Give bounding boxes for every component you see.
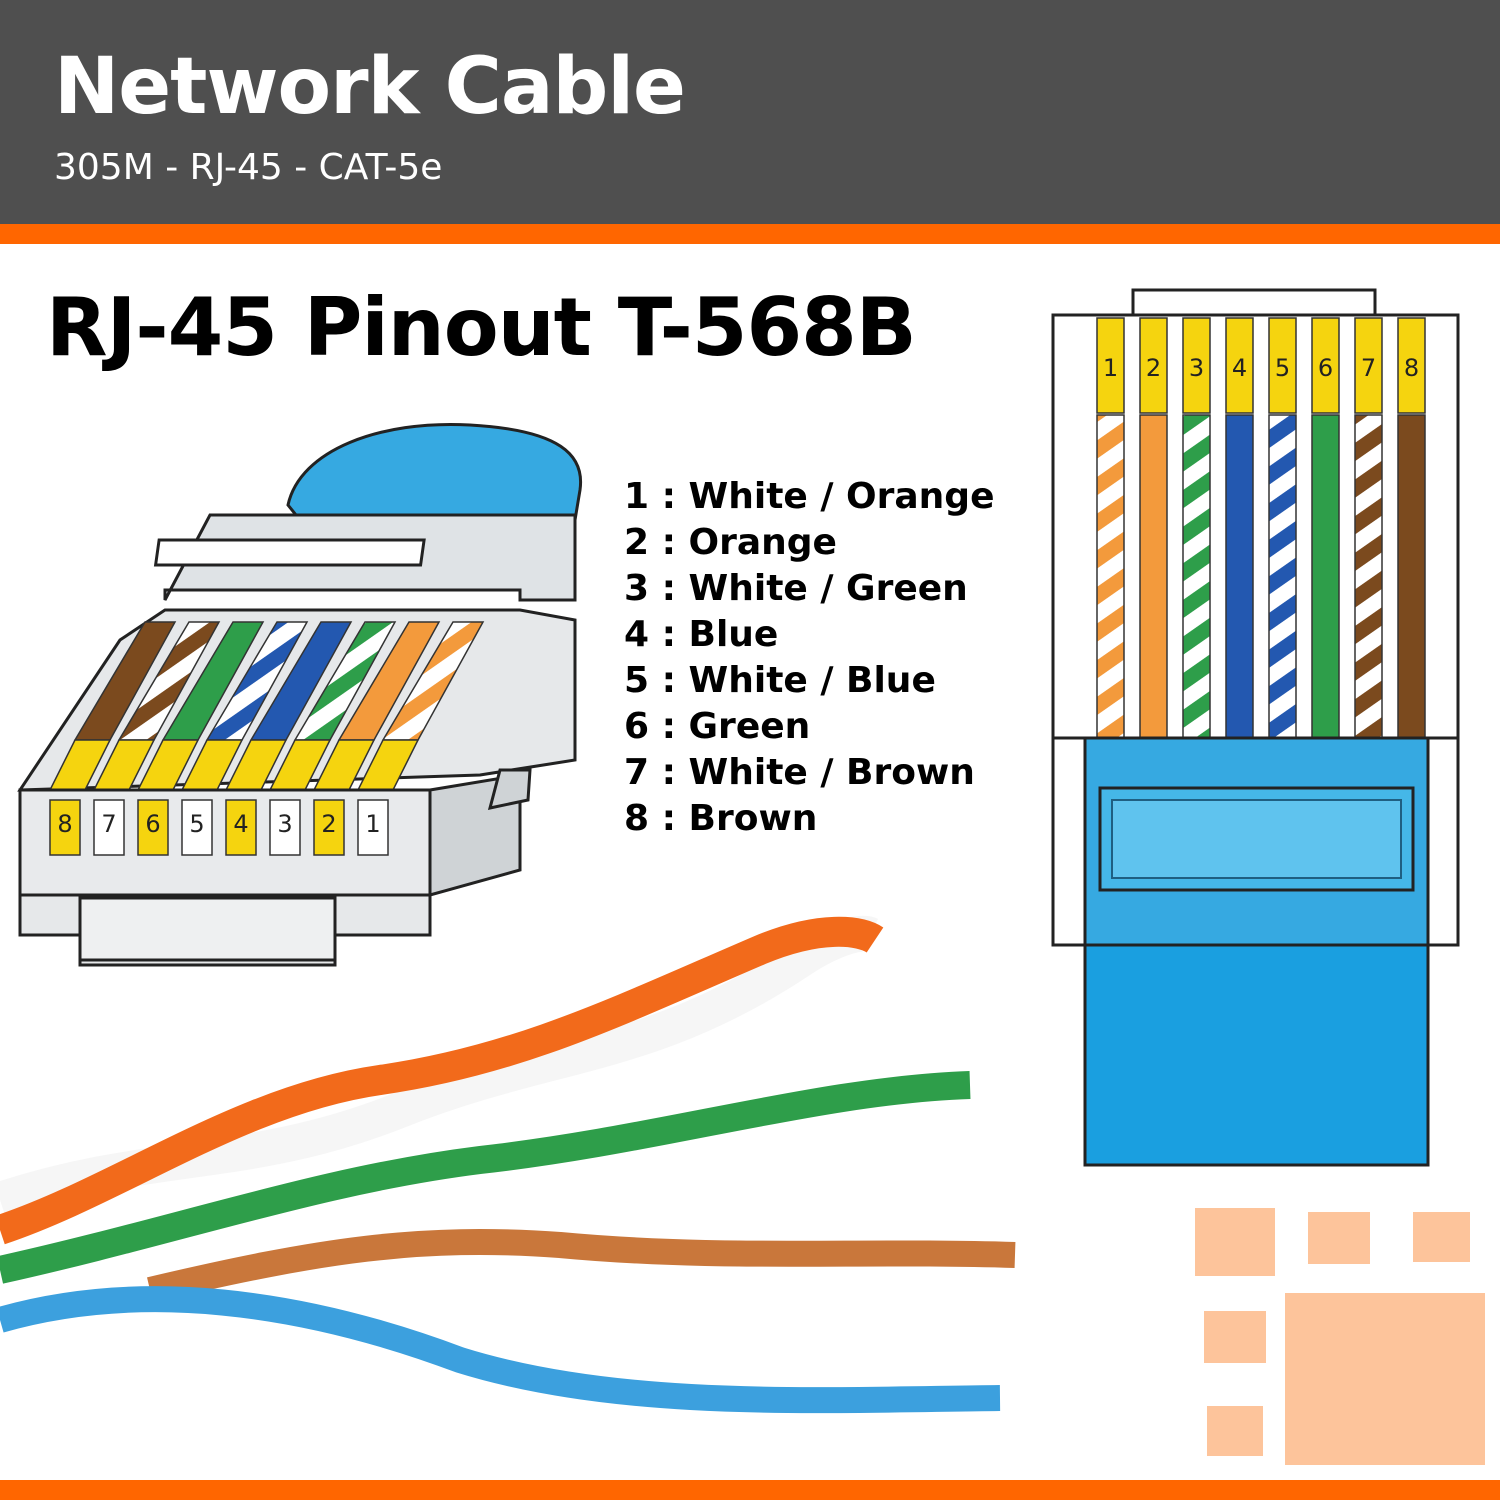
diagram-title: RJ-45 Pinout T-568B (46, 281, 917, 374)
right-contact-8 (1397, 317, 1426, 414)
right-contact-2 (1139, 317, 1168, 414)
right-plug-boot (1083, 943, 1430, 1167)
header-title: Network Cable (54, 42, 686, 132)
left-contact-1 (357, 799, 389, 856)
decor-square (1195, 1208, 1275, 1276)
right-wire-3 (1182, 414, 1211, 739)
left-plug-boot (286, 422, 583, 522)
twisted-pairs-illustration (0, 915, 1016, 1414)
accent-stripe-bottom (0, 1480, 1500, 1500)
twisted-pair-blue (0, 1286, 1001, 1414)
left-plug-latch-window (153, 538, 426, 567)
right-wire-8 (1397, 414, 1426, 739)
decor-square (1308, 1212, 1370, 1264)
left-contact-8 (49, 799, 81, 856)
left-pin-number: 2 (321, 810, 336, 838)
right-wire-4 (1225, 414, 1254, 739)
decor-square (1285, 1293, 1485, 1465)
right-pin-number: 8 (1404, 354, 1419, 382)
pin-legend-item: 7 : White / Brown (624, 752, 975, 793)
right-wire-6 (1311, 414, 1340, 739)
left-contact-7 (93, 799, 125, 856)
left-pin-number: 8 (57, 810, 72, 838)
pin-legend-item: 3 : White / Green (624, 568, 968, 609)
right-contact-3 (1182, 317, 1211, 414)
right-wire-7 (1354, 414, 1383, 739)
pin-legend-item: 8 : Brown (624, 798, 818, 839)
header-subtitle: 305M - RJ-45 - CAT-5e (54, 147, 443, 188)
left-pin-number: 4 (233, 810, 248, 838)
left-plug-illustration: 8 7 6 5 4 3 2 1 (17, 422, 583, 967)
pin-legend-item: 2 : Orange (624, 522, 837, 563)
right-pin-number: 3 (1189, 354, 1204, 382)
right-contact-6 (1311, 317, 1340, 414)
right-wire-1 (1096, 414, 1125, 739)
right-contact-7 (1354, 317, 1383, 414)
pin-legend-item: 1 : White / Orange (624, 476, 995, 517)
left-contact-6 (137, 799, 169, 856)
decor-square (1413, 1212, 1470, 1262)
right-plug-top-bar (1131, 288, 1377, 317)
header-bar: Network Cable 305M - RJ-45 - CAT-5e (0, 0, 1500, 224)
pin-color-legend: 1 : White / Orange 2 : Orange 3 : White … (624, 474, 995, 842)
left-contact-4 (225, 799, 257, 856)
pin-legend-item: 6 : Green (624, 706, 811, 747)
right-pin-number: 5 (1275, 354, 1290, 382)
left-contact-5 (181, 799, 213, 856)
right-contact-1 (1096, 317, 1125, 414)
right-pin-number: 4 (1232, 354, 1247, 382)
left-contact-2 (313, 799, 345, 856)
right-contact-4 (1225, 317, 1254, 414)
right-wire-2 (1139, 414, 1168, 739)
twisted-pair-brown (147, 1229, 1016, 1303)
twisted-pair-green (0, 1071, 971, 1284)
left-pin-number: 1 (365, 810, 380, 838)
left-pin-number: 7 (101, 810, 116, 838)
left-pin-number: 3 (277, 810, 292, 838)
left-pin-number: 6 (145, 810, 160, 838)
right-pin-number: 7 (1361, 354, 1376, 382)
right-pin-number: 6 (1318, 354, 1333, 382)
decor-square (1204, 1311, 1266, 1363)
pin-legend-item: 4 : Blue (624, 614, 779, 655)
left-contact-3 (269, 799, 301, 856)
pin-legend-item: 5 : White / Blue (624, 660, 936, 701)
accent-stripe-top (0, 224, 1500, 244)
left-pin-number: 5 (189, 810, 204, 838)
right-pin-number: 2 (1146, 354, 1161, 382)
right-wire-5 (1268, 414, 1297, 739)
right-contact-5 (1268, 317, 1297, 414)
decor-square (1207, 1406, 1263, 1456)
right-pin-number: 1 (1103, 354, 1118, 382)
twisted-pair-orange (0, 916, 884, 1245)
